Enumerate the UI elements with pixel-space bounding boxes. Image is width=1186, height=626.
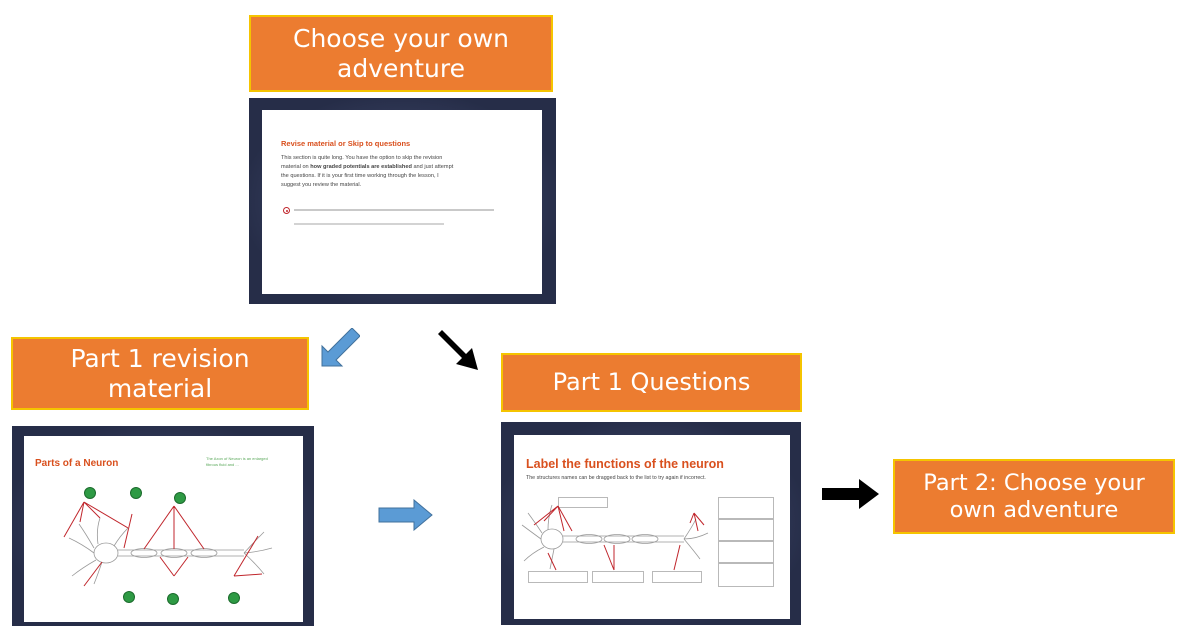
drag-item-4[interactable] — [718, 563, 774, 587]
left-slide-title: Parts of a Neuron — [35, 458, 119, 469]
top-slide-para-line2-bold: how graded potentials are established — [310, 164, 412, 170]
green-marker-6[interactable] — [228, 592, 240, 604]
top-slide-title: Revise material or Skip to questions — [281, 139, 411, 148]
radio-option-2-text — [294, 223, 444, 225]
arrow-revision-to-questions-icon — [378, 499, 433, 531]
green-marker-5[interactable] — [167, 593, 179, 605]
green-marker-2[interactable] — [130, 487, 142, 499]
left-slide-info-box: The Axon of Neuron is an enlarged fibrou… — [206, 456, 294, 502]
part1-questions-box: Part 1 Questions — [501, 353, 802, 412]
right-slide-title: Label the functions of the neuron — [526, 457, 724, 471]
arrow-to-questions-icon — [438, 330, 478, 370]
top-slide-para-line3: the questions. If it is your first time … — [281, 173, 439, 179]
right-neuron-diagram — [521, 504, 709, 571]
part2-adventure-line2: own adventure — [949, 496, 1119, 523]
green-marker-1[interactable] — [84, 487, 96, 499]
top-slide-para-line1: This section is quite long. You have the… — [281, 155, 443, 161]
top-slide-para-line2-c: and just attempt — [411, 164, 454, 170]
choose-adventure-line1: Choose your own — [293, 23, 509, 53]
top-slide-para-line2: material on how graded potentials are es… — [281, 163, 531, 172]
green-marker-4[interactable] — [123, 591, 135, 603]
drop-target-top[interactable] — [558, 497, 608, 508]
arrow-to-part2-icon — [822, 479, 879, 509]
arrow-to-revision-icon — [321, 328, 360, 367]
radio-option-1-text — [294, 209, 494, 211]
part1-questions-label: Part 1 Questions — [552, 368, 751, 397]
top-slide: Revise material or Skip to questions Thi… — [262, 110, 542, 294]
drag-item-1[interactable] — [718, 497, 774, 519]
drop-target-bottom-1[interactable] — [528, 571, 588, 583]
left-slide-info-text: The Axon of Neuron is an enlarged fibrou… — [206, 456, 268, 467]
revision-material-line1: Part 1 revision — [70, 343, 250, 373]
revision-material-box: Part 1 revision material — [11, 337, 309, 410]
drop-target-bottom-2[interactable] — [592, 571, 644, 583]
left-neuron-diagram — [63, 501, 273, 587]
left-slide: Parts of a Neuron The Axon of Neuron is … — [24, 436, 303, 622]
top-slide-para-line4: suggest you review the material. — [281, 182, 362, 188]
revision-material-line2: material — [107, 373, 213, 403]
green-marker-3[interactable] — [174, 492, 186, 504]
top-slide-paragraph: This section is quite long. You have the… — [281, 154, 531, 190]
drag-item-3[interactable] — [718, 541, 774, 563]
top-slide-para-line2-a: material on — [281, 164, 311, 170]
radio-option-1[interactable] — [283, 207, 290, 214]
part2-adventure-line1: Part 2: Choose your — [923, 469, 1145, 496]
drag-item-2[interactable] — [718, 519, 774, 541]
choose-adventure-box: Choose your own adventure — [249, 15, 553, 92]
part2-adventure-box: Part 2: Choose your own adventure — [893, 459, 1175, 534]
drop-target-bottom-3[interactable] — [652, 571, 702, 583]
right-slide-subtitle: The structures names can be dragged back… — [526, 475, 706, 481]
radio-option-1-dot — [285, 209, 288, 212]
choose-adventure-line2: adventure — [337, 53, 465, 83]
right-slide: Label the functions of the neuron The st… — [514, 435, 790, 619]
